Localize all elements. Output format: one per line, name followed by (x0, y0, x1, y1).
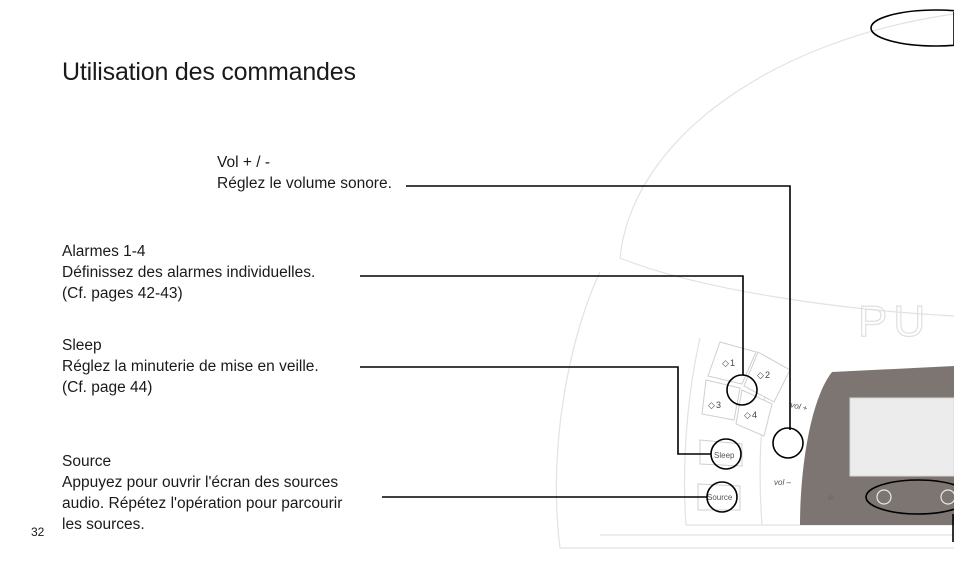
vol-description: Réglez le volume sonore. (217, 175, 392, 192)
alarm-button-1[interactable] (707, 341, 757, 385)
device-body-outline (555, 271, 601, 549)
device-top-dome (619, 13, 954, 259)
alarm-key-3-label: 3 (716, 400, 721, 410)
display-knobs-highlight (865, 479, 954, 515)
sleep-description: Réglez la minuterie de mise en veille. (62, 358, 319, 375)
source-description-line-1: Appuyez pour ouvrir l'écran des sources (62, 474, 339, 491)
sleep-page-reference: (Cf. page 44) (62, 379, 153, 396)
alarm-button-4[interactable] (735, 389, 773, 437)
sleep-leader-line (360, 366, 711, 455)
vol-button-ring[interactable] (772, 427, 804, 459)
source-key-label: Source (707, 493, 733, 502)
source-button-ring[interactable] (706, 481, 738, 513)
alarms-heading: Alarmes 1-4 (62, 243, 146, 260)
alarms-description: Définissez des alarmes individuelles. (62, 264, 316, 281)
source-description-line-2: audio. Répétez l'opération pour parcouri… (62, 495, 343, 512)
sleep-heading: Sleep (62, 337, 102, 354)
alarm-key-4-bell-icon: ◇ (744, 410, 751, 420)
vol-minus-label: vol – (774, 478, 791, 487)
alarm-key-4-label: 4 (752, 410, 757, 420)
alarm-key-2-bell-icon: ◇ (757, 370, 764, 380)
display-screen (849, 397, 954, 477)
alarms-callout: Alarmes 1-4 Définissez des alarmes indiv… (62, 241, 315, 304)
device-face-outline (683, 337, 954, 526)
brand-logo: PU (858, 297, 931, 346)
sleep-callout: Sleep Réglez la minuterie de mise en vei… (62, 335, 319, 398)
alarm-key-2-label: 2 (765, 370, 770, 380)
vol-callout: Vol + / - Réglez le volume sonore. (217, 152, 392, 194)
alarms-leader-line (360, 275, 744, 375)
source-heading: Source (62, 453, 112, 470)
sleep-button[interactable] (699, 439, 743, 467)
vol-heading: Vol + / - (217, 154, 270, 171)
alarm-button-2[interactable] (743, 351, 791, 403)
sleep-key-label: Sleep (714, 451, 735, 460)
alarm-button-3[interactable] (701, 379, 741, 421)
display-knob-right[interactable] (940, 489, 954, 505)
page-number: 32 (31, 525, 45, 539)
alarm-key-1-bell-icon: ◇ (722, 358, 729, 368)
display-indicator-icon: ☆ (827, 493, 834, 502)
page-title: Utilisation des commandes (62, 58, 356, 86)
vol-plus-label: vol + (790, 400, 809, 413)
device-dome-rim (619, 257, 954, 317)
alarm-key-1-label: 1 (730, 358, 735, 368)
top-feature-highlight (870, 9, 954, 47)
source-callout: Source Appuyez pour ouvrir l'écran des s… (62, 451, 342, 535)
alarms-button-ring[interactable] (726, 374, 758, 406)
display-knob-left[interactable] (876, 489, 892, 505)
source-description-line-3: les sources. (62, 516, 145, 533)
sleep-button-ring[interactable] (710, 438, 742, 470)
alarms-page-reference: (Cf. pages 42-43) (62, 285, 183, 302)
vol-leader-line (406, 185, 791, 430)
alarm-key-3-bell-icon: ◇ (708, 400, 715, 410)
